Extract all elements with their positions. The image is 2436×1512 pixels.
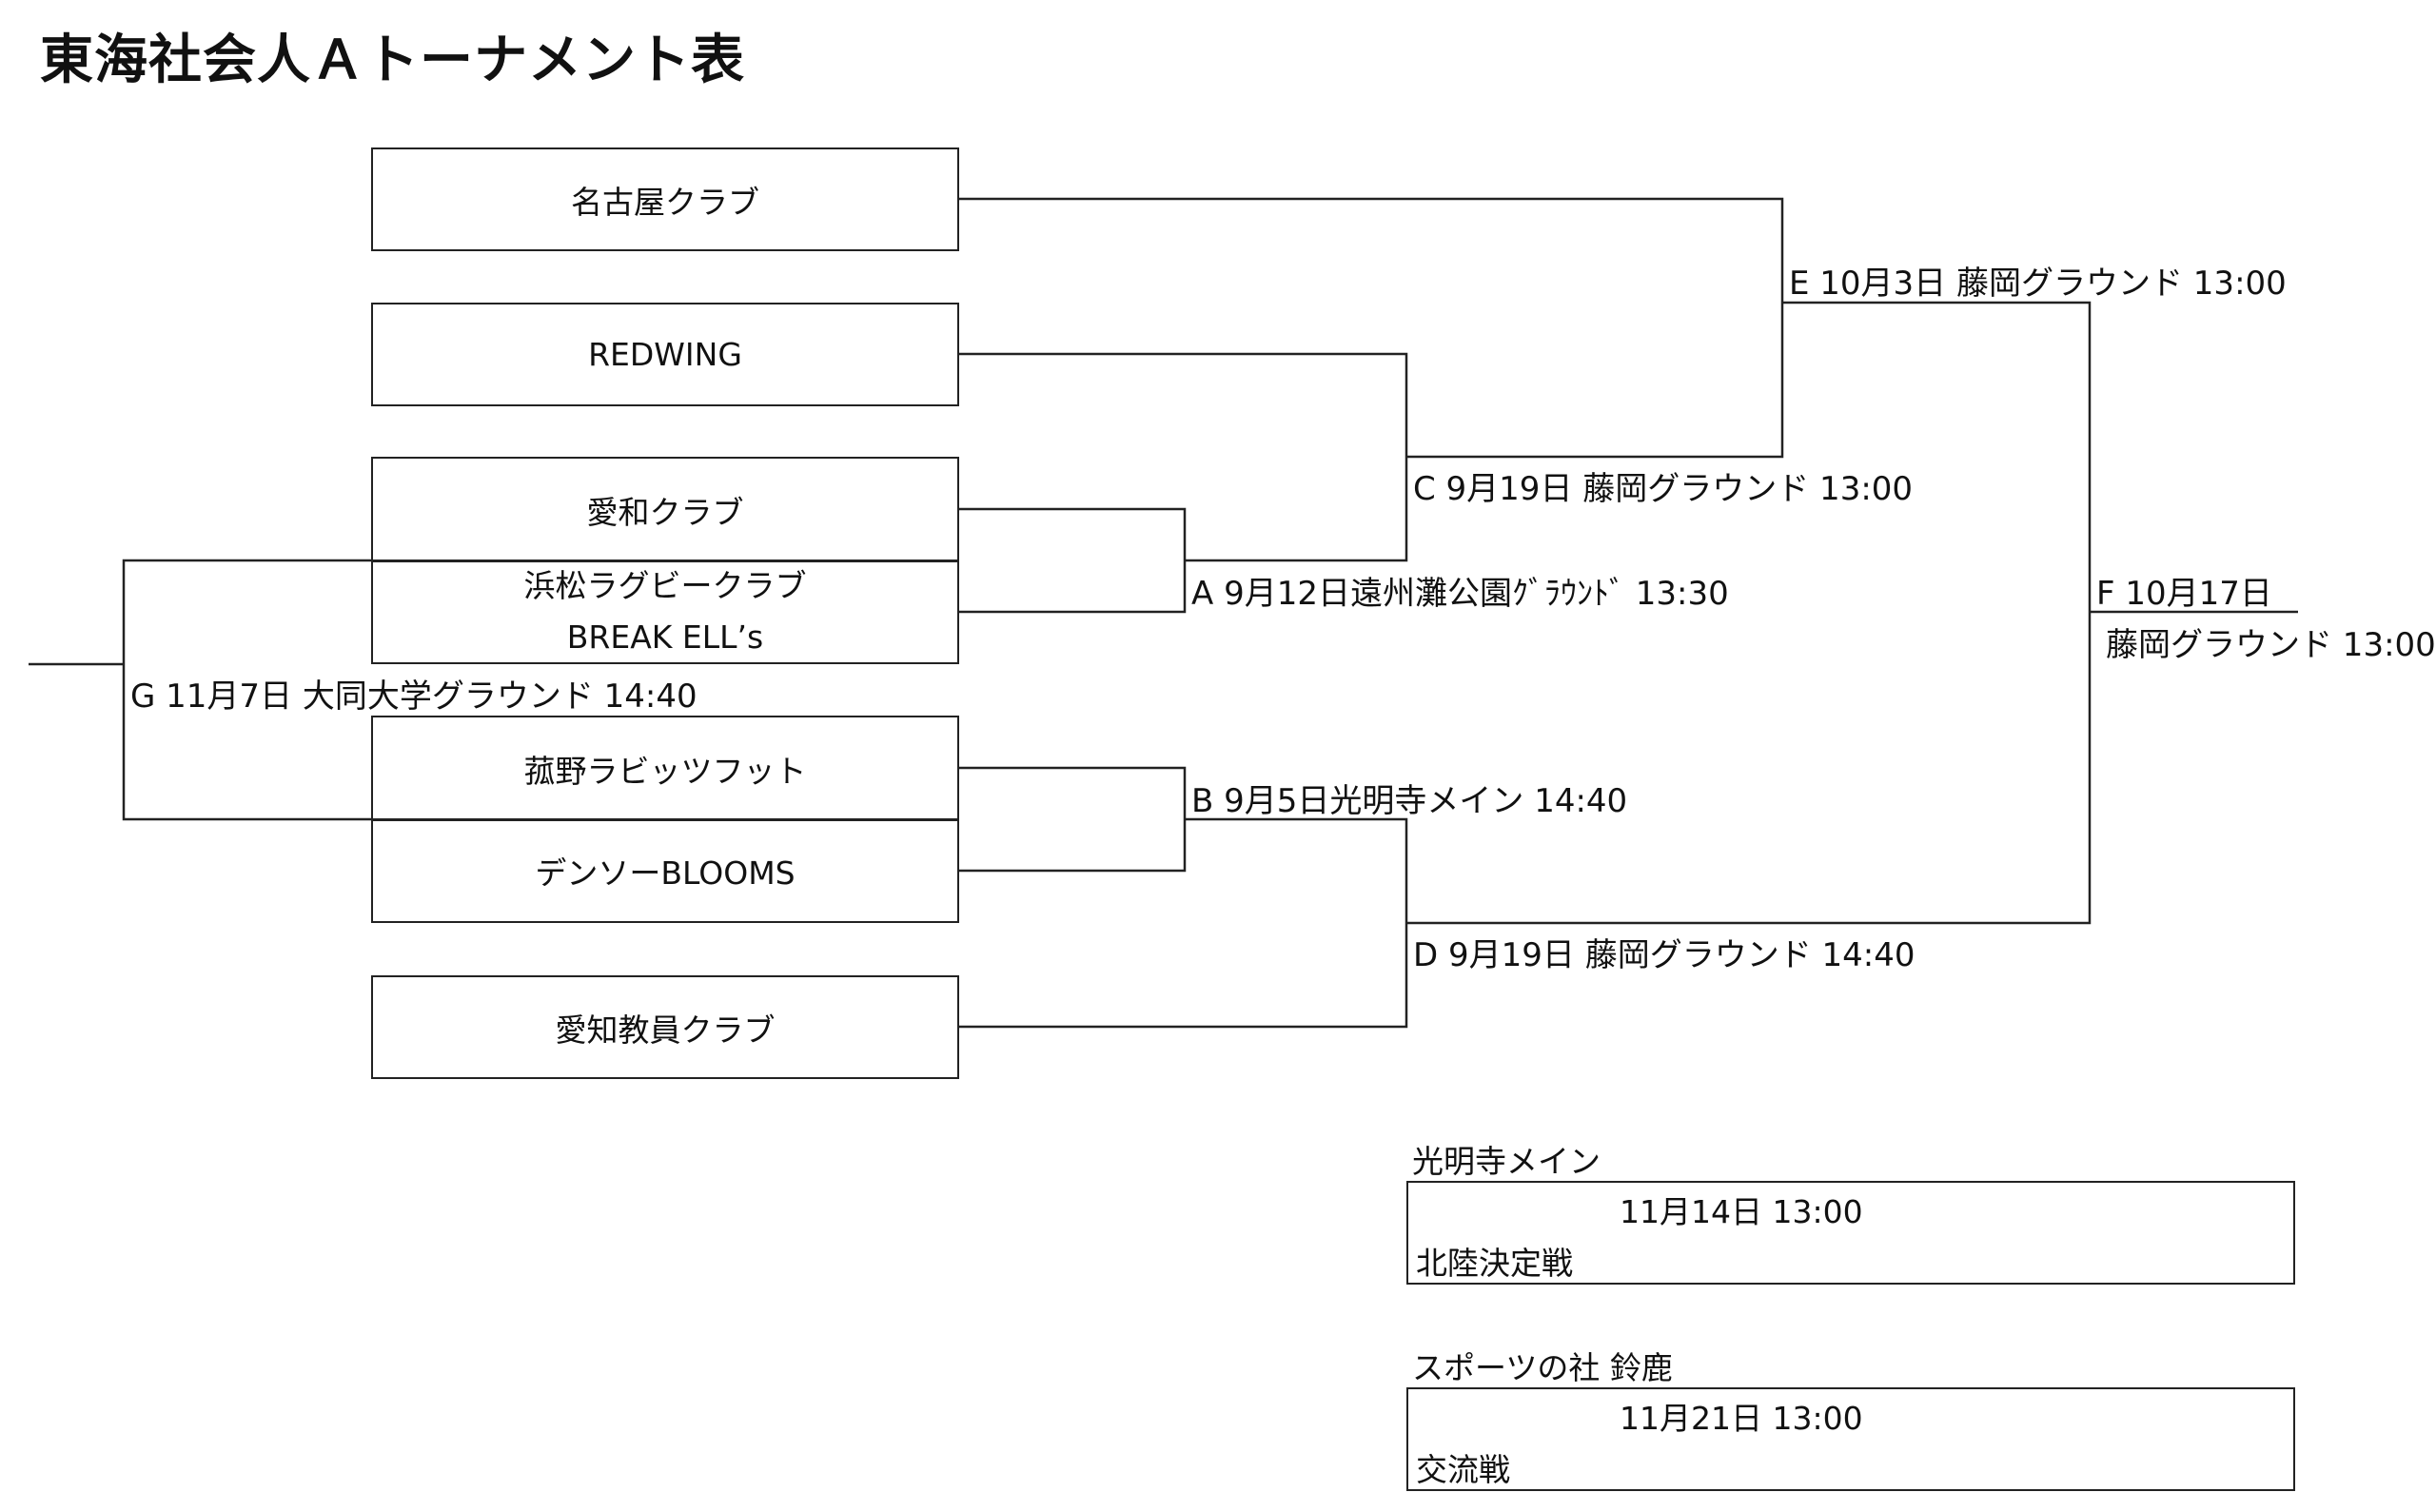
team-label-sub: BREAK ELL’s [566, 619, 764, 656]
extra-game-datetime: 11月14日 13:00 [1620, 1193, 1863, 1230]
team-hamamatsu-rugby-club: 浜松ラグビークラブ BREAK ELL’s [371, 560, 959, 664]
match-f-venue-label: 藤岡グラウンド 13:00 [2106, 626, 2436, 664]
team-label: 菰野ラビッツフット [523, 752, 807, 790]
team-redwing: REDWING [371, 303, 959, 406]
page-title: 東海社会人Ａトーナメント表 [40, 29, 745, 91]
team-nagoya-club: 名古屋クラブ [371, 147, 959, 251]
extra-game-name: 北陸決定戦 [1416, 1245, 1573, 1282]
extra-game-name: 交流戦 [1416, 1451, 1510, 1488]
team-label: デンソーBLOOMS [535, 854, 796, 892]
match-b-label: B 9月5日光明寺メイン 14:40 [1191, 782, 1628, 820]
extra-game-venue: 光明寺メイン [1412, 1143, 1601, 1180]
extra-game-venue: スポーツの社 鈴鹿 [1412, 1349, 1673, 1386]
team-label: 浜松ラグビークラブ [523, 567, 807, 604]
extra-game-box: 11月21日 13:00 交流戦 [1406, 1387, 2295, 1491]
match-e-label: E 10月3日 藤岡グラウンド 13:00 [1789, 265, 2287, 303]
team-label: 愛知教員クラブ [555, 1011, 776, 1049]
match-f-label: F 10月17日 [2096, 575, 2272, 613]
team-label: 名古屋クラブ [571, 183, 759, 221]
team-aiwa-club: 愛和クラブ [371, 457, 959, 562]
team-denso-blooms: デンソーBLOOMS [371, 818, 959, 923]
extra-game-datetime: 11月21日 13:00 [1620, 1400, 1863, 1437]
team-label: REDWING [588, 336, 742, 373]
extra-game-box: 11月14日 13:00 北陸決定戦 [1406, 1181, 2295, 1285]
team-aichi-teachers-club: 愛知教員クラブ [371, 975, 959, 1079]
match-d-label: D 9月19日 藤岡グラウンド 14:40 [1413, 936, 1915, 974]
match-c-label: C 9月19日 藤岡グラウンド 13:00 [1413, 470, 1914, 508]
team-label: 愛和クラブ [586, 493, 744, 531]
team-komono-rabbits-foot: 菰野ラビッツフット [371, 716, 959, 821]
match-a-label: A 9月12日遠州灘公園ｸﾞﾗｳﾝﾄﾞ 13:30 [1191, 575, 1729, 613]
match-g-label: G 11月7日 大同大学グラウンド 14:40 [130, 677, 697, 716]
